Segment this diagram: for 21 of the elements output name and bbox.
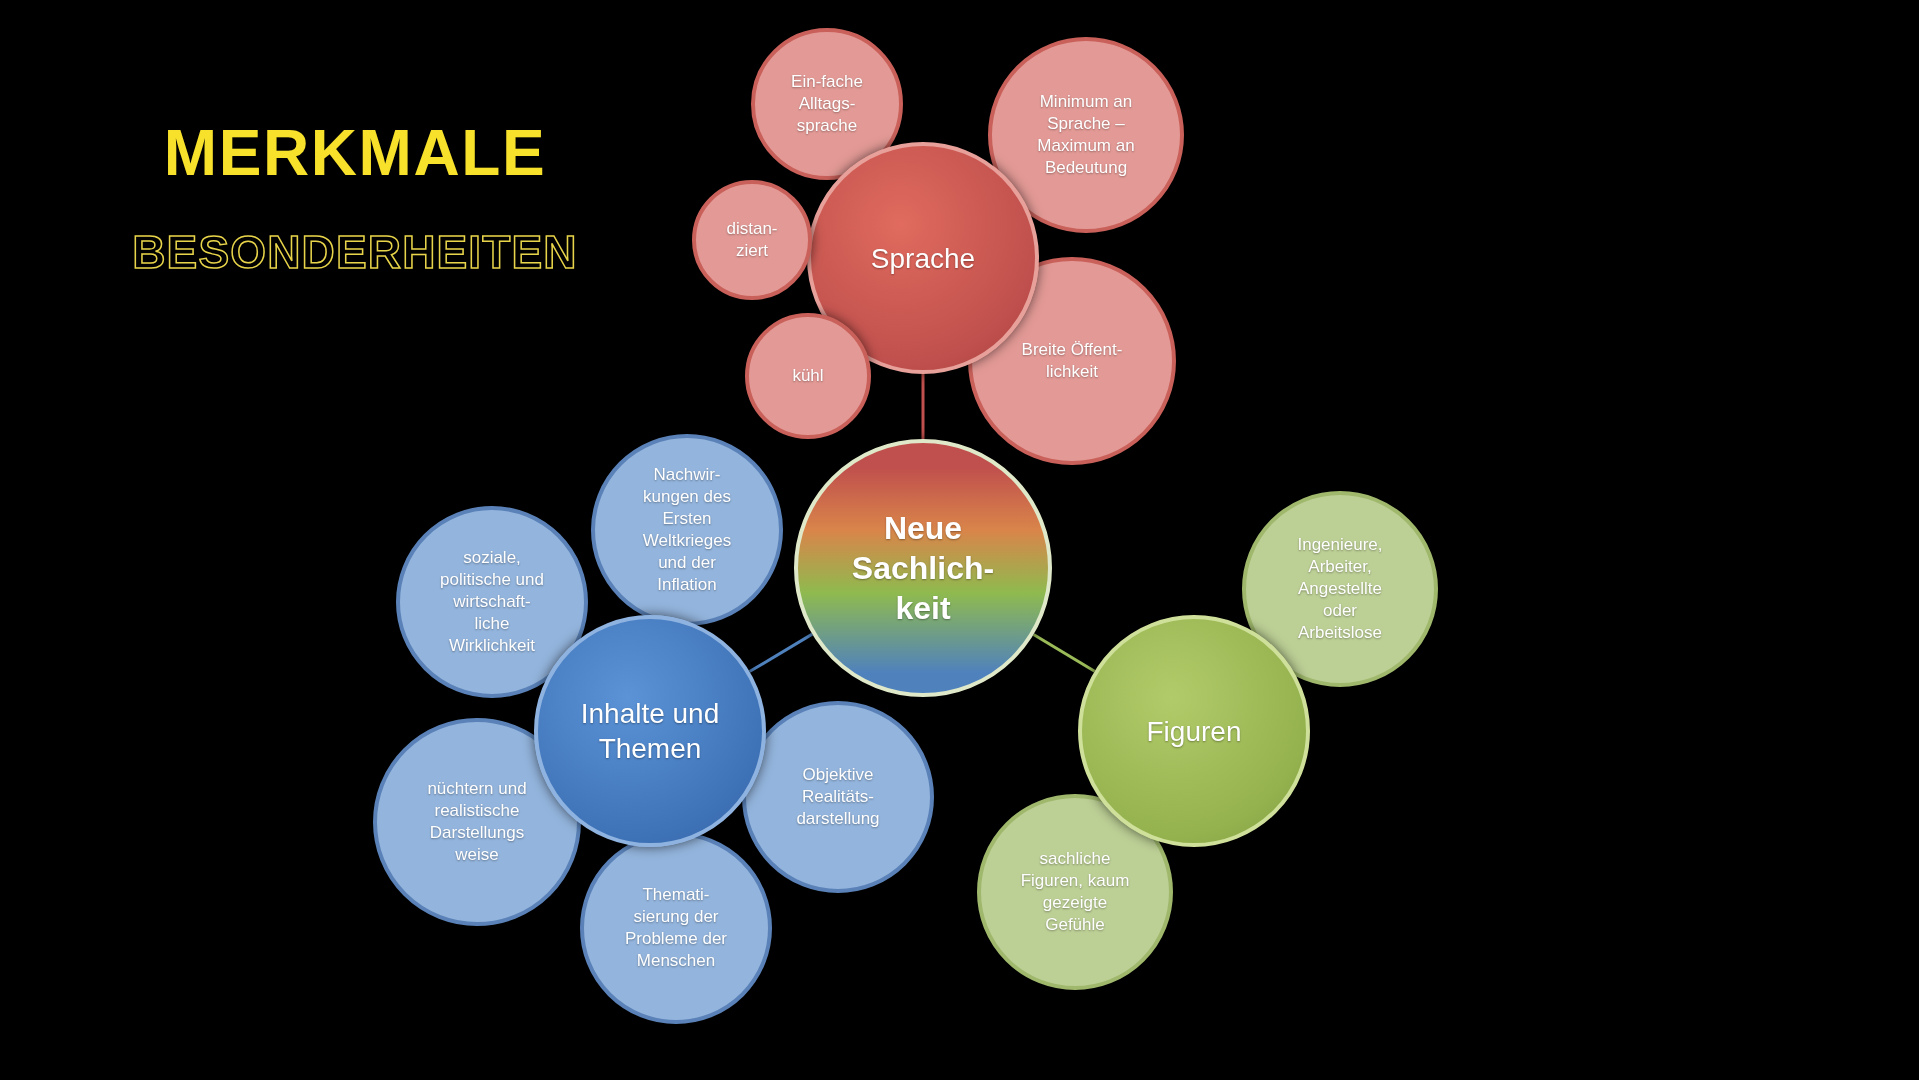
connector-line: [1032, 633, 1096, 673]
subtitle: BESONDERHEITEN: [131, 225, 579, 280]
circle-label: Ingenieure, Arbeiter, Angestellte oder Arbeitslose: [1296, 533, 1384, 645]
title: MERKMALE: [162, 116, 548, 191]
circle-label: Sprache: [869, 241, 977, 276]
circle-label: distan-ziert: [725, 217, 779, 262]
circle-label: nüchtern und realistische Darstellungs weise: [426, 777, 528, 867]
circle-label: sachliche Figuren, kaum gezeigte Gefühle: [1020, 847, 1130, 937]
connector-line: [748, 632, 813, 673]
circle-label: Neue Sachlich-keit: [850, 509, 996, 628]
circle-label: soziale, politische und wirtschaft-liche Wirklichkeit: [439, 546, 545, 658]
circle-label: Inhalte und Themen: [579, 697, 721, 766]
circle-label: Themati-sierung der Probleme der Menschen: [623, 883, 728, 973]
circle-label: Nachwir-kungen des Ersten Weltkrieges und der Inflation: [641, 463, 733, 597]
circle-label: Ein-fache Alltags-sprache: [790, 70, 864, 138]
connector-line: [921, 374, 925, 439]
circle-label: Breite Öffent-lichkeit: [1020, 338, 1124, 383]
circle-label: Objektive Realitäts-darstellung: [795, 763, 881, 831]
circle-label: Figuren: [1145, 714, 1243, 749]
circle-label: kühl: [791, 364, 825, 387]
circle-label: Minimum an Sprache – Maximum an Bedeutung: [1036, 90, 1136, 180]
